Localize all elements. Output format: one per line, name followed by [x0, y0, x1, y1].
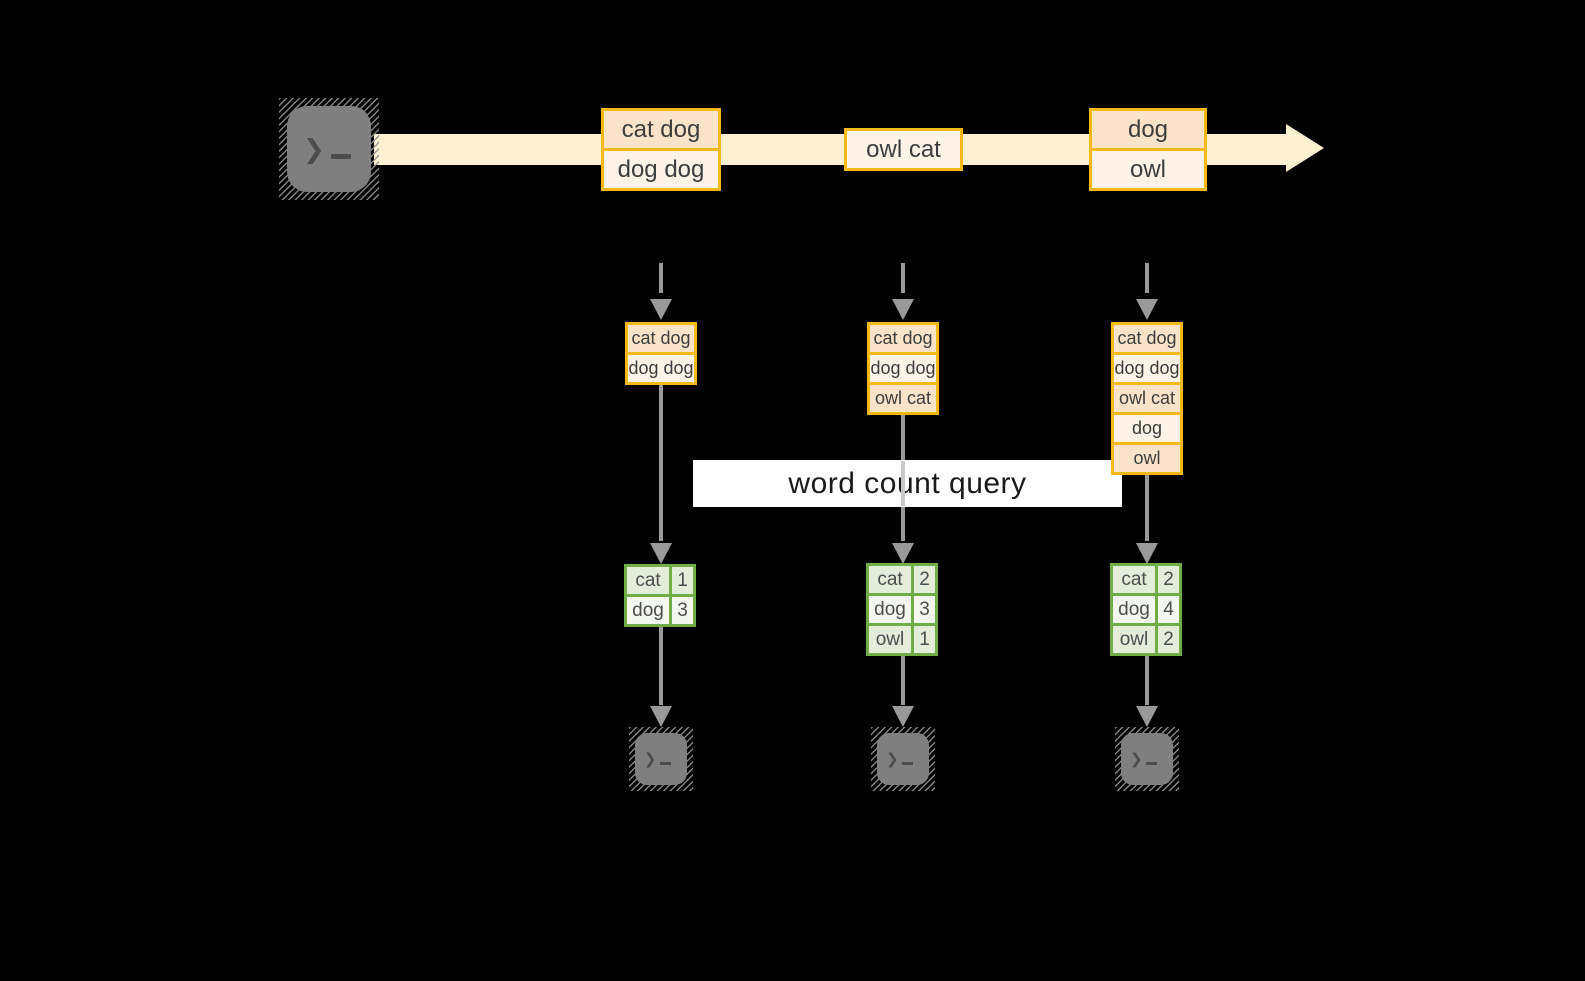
buffered-record: dog dog — [867, 352, 939, 385]
count-value-cell: 1 — [911, 623, 938, 656]
count-value-cell: 2 — [1155, 623, 1182, 656]
count-value-cell: 2 — [1155, 563, 1182, 596]
terminal-source-icon: ❯ — [279, 98, 379, 200]
count-value-cell: 2 — [911, 563, 938, 596]
buffered-record: dog dog — [1111, 352, 1183, 385]
count-value-cell: 1 — [669, 564, 696, 597]
terminal-sink-icon: ❯ — [871, 727, 935, 791]
terminal-sink-icon: ❯ — [629, 727, 693, 791]
stream-record: owl — [1089, 148, 1207, 191]
count-value-cell: 3 — [669, 594, 696, 627]
buffered-record: owl cat — [1111, 382, 1183, 415]
dashed-arrow-line — [659, 263, 663, 293]
count-word-cell: owl — [1110, 623, 1158, 656]
flow-line-overlay — [901, 461, 905, 506]
down-arrowhead-icon — [1136, 706, 1158, 727]
stream-record: cat dog — [601, 108, 721, 151]
count-word-cell: dog — [866, 593, 914, 626]
buffered-record: cat dog — [867, 322, 939, 355]
stream-arrowhead-icon — [1286, 124, 1324, 172]
terminal-screen: ❯ — [287, 106, 371, 192]
down-arrowhead-icon — [892, 706, 914, 727]
stream-group-1: owl cat — [844, 128, 963, 171]
count-word-cell: dog — [624, 594, 672, 627]
flow-line — [901, 656, 905, 705]
buffered-record: owl cat — [867, 382, 939, 415]
down-arrowhead-icon — [892, 543, 914, 564]
down-arrowhead-icon — [892, 299, 914, 320]
down-arrowhead-icon — [650, 299, 672, 320]
count-value-cell: 4 — [1155, 593, 1182, 626]
stream-record: dog dog — [601, 148, 721, 191]
buffered-record: owl — [1111, 442, 1183, 475]
prompt-icon: ❯ — [644, 752, 671, 767]
flow-line — [659, 627, 663, 705]
query-label: word count query — [693, 460, 1122, 507]
count-word-cell: dog — [1110, 593, 1158, 626]
stream-record: dog — [1089, 108, 1207, 151]
down-arrowhead-icon — [650, 706, 672, 727]
dashed-arrow-line — [1145, 263, 1149, 293]
buffered-record: dog — [1111, 412, 1183, 445]
count-word-cell: cat — [866, 563, 914, 596]
flow-line — [659, 383, 663, 541]
down-arrowhead-icon — [1136, 543, 1158, 564]
flow-line — [1145, 473, 1149, 541]
buffered-record: cat dog — [625, 322, 697, 355]
buffered-record: cat dog — [1111, 322, 1183, 355]
terminal-sink-icon: ❯ — [1115, 727, 1179, 791]
stream-record: owl cat — [844, 128, 963, 171]
buffered-record: dog dog — [625, 352, 697, 385]
down-arrowhead-icon — [650, 543, 672, 564]
down-arrowhead-icon — [1136, 299, 1158, 320]
prompt-icon: ❯ — [1130, 752, 1157, 767]
dashed-arrow-line — [901, 263, 905, 293]
prompt-icon: ❯ — [886, 752, 913, 767]
count-word-cell: owl — [866, 623, 914, 656]
flow-line — [1145, 656, 1149, 705]
count-word-cell: cat — [624, 564, 672, 597]
prompt-icon: ❯ — [303, 136, 351, 162]
count-word-cell: cat — [1110, 563, 1158, 596]
count-value-cell: 3 — [911, 593, 938, 626]
